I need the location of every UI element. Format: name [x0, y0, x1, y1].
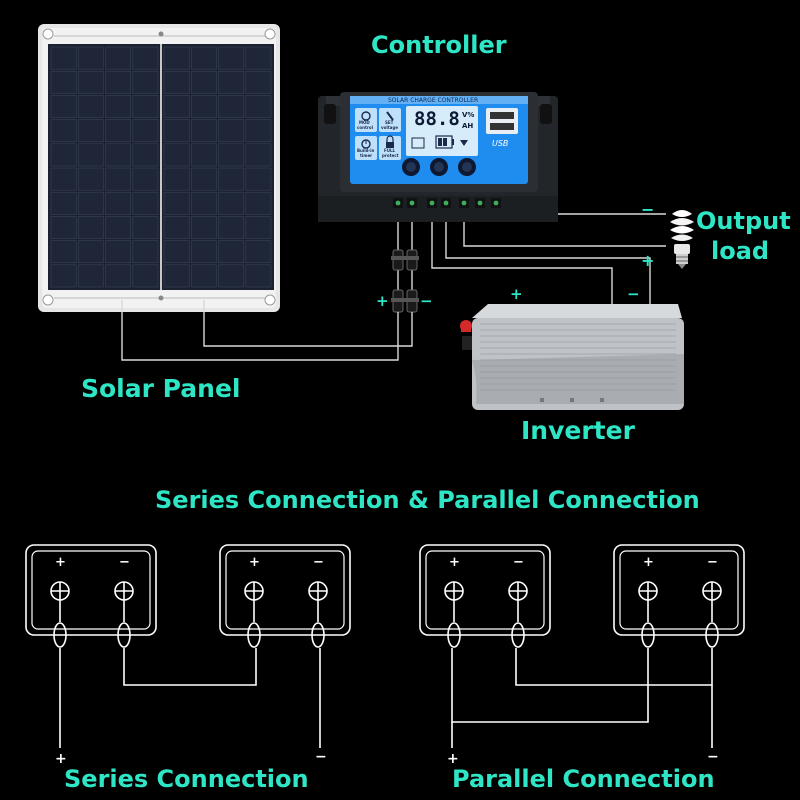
output-load-label-line2: load [711, 237, 770, 265]
usb-label: USB [492, 139, 509, 148]
mc4-connectors [391, 249, 419, 326]
battery-plus-sign: + [249, 555, 260, 570]
mode-text-1b: control [357, 125, 373, 130]
load-minus-sign: − [641, 200, 655, 219]
panel-minus-sign: − [420, 292, 433, 310]
clock-icon [361, 139, 371, 149]
section-title: Series Connection & Parallel Connection [155, 486, 700, 514]
battery-diagrams [25, 544, 745, 748]
battery-minus-sign: − [313, 555, 324, 570]
battery-plus-sign: + [55, 555, 66, 570]
solar-panel-label: Solar Panel [81, 374, 241, 403]
battery-minus-sign: − [513, 555, 524, 570]
inverter [460, 304, 684, 410]
gear-icon [361, 111, 371, 121]
mode-text-1a: MOD [359, 120, 370, 125]
series-out-plus: + [55, 751, 67, 767]
controller-label: Controller [371, 31, 507, 59]
mode-text-2a: SET [385, 120, 394, 125]
lock-icon [386, 142, 394, 148]
mode-text-3a: Build-in [357, 148, 375, 153]
battery-plus-sign: + [449, 555, 460, 570]
lcd-unit-1: V% [462, 111, 475, 119]
battery-minus-sign: − [119, 555, 130, 570]
mode-text-2b: voltage [381, 125, 398, 130]
screwdriver-icon [386, 111, 394, 121]
system-wires [121, 213, 666, 361]
mode-text-4b: protect [382, 153, 399, 158]
series-out-minus: − [315, 749, 327, 765]
battery-plus-sign: + [643, 555, 654, 570]
mode-text-4a: FULL [384, 148, 396, 153]
parallel-connection-label: Parallel Connection [452, 765, 715, 793]
controller-header-text: SOLAR CHARGE CONTROLLER [388, 97, 479, 104]
bulb-icon [670, 210, 694, 269]
panel-plus-sign: + [376, 292, 389, 310]
mode-text-3b: timer [360, 153, 373, 158]
output-load-label-line1: Output [696, 207, 791, 235]
load-plus-sign: + [641, 251, 655, 270]
lcd-unit-2: AH [462, 122, 474, 130]
parallel-out-minus: − [707, 749, 719, 765]
inverter-plus-sign: + [510, 285, 523, 303]
battery-minus-sign: − [707, 555, 718, 570]
inverter-label: Inverter [521, 416, 635, 445]
inverter-minus-sign: − [627, 285, 640, 303]
charge-controller [318, 92, 558, 222]
lcd-digits: 88.8 [414, 108, 460, 130]
parallel-out-plus: + [447, 751, 459, 767]
solar-panel [38, 24, 280, 312]
series-connection-label: Series Connection [64, 765, 309, 793]
